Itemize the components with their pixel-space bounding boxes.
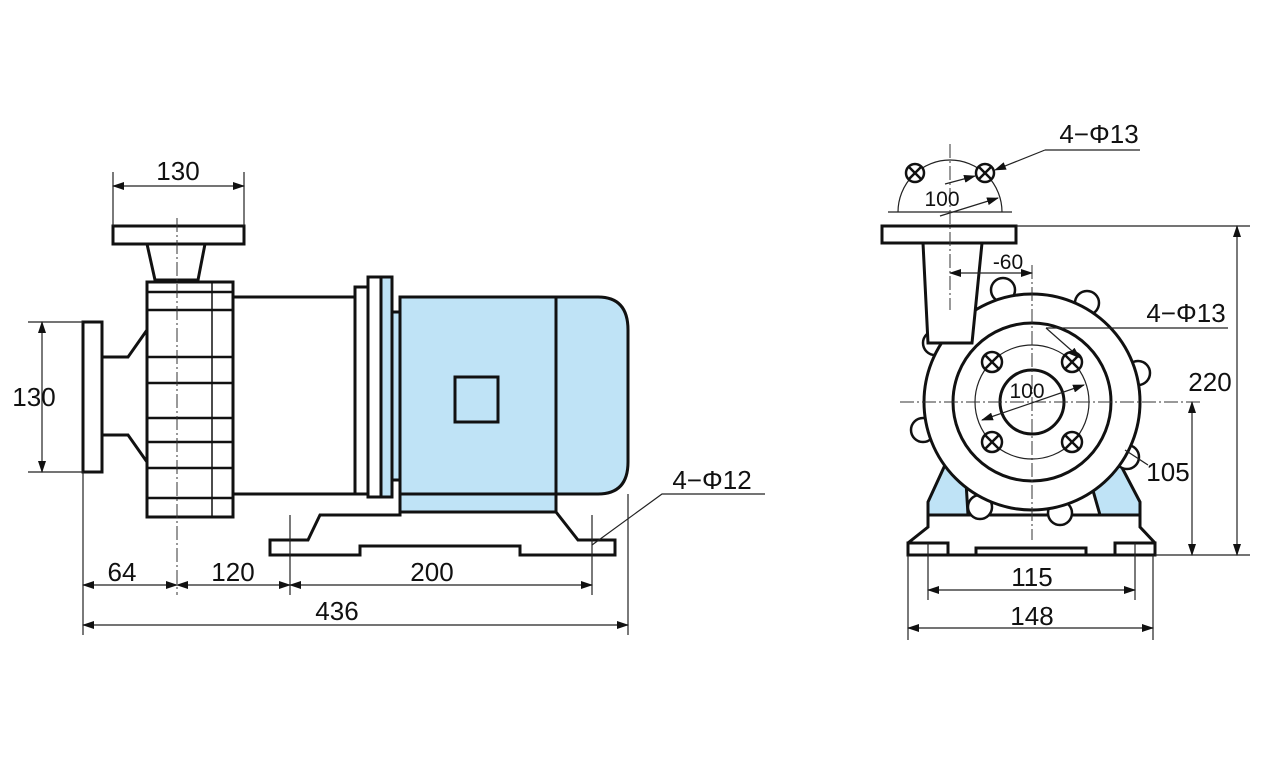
- base-plate: [268, 510, 617, 557]
- inlet-neck: [100, 325, 149, 467]
- base-slot: [974, 546, 1088, 557]
- pump-casing: [145, 280, 235, 519]
- outlet-holes-label: 4−Φ13: [1059, 119, 1138, 149]
- outlet-neck: [145, 242, 207, 282]
- dim-inlet-flange: 130: [12, 382, 55, 412]
- magnetic-housing: [231, 295, 357, 496]
- foot-spacing-label: 115: [1011, 562, 1052, 592]
- dim-total: 436: [315, 596, 358, 626]
- motor-lower-band: [398, 492, 558, 514]
- casing-ribs: [147, 282, 233, 517]
- offset-label: -60: [993, 251, 1023, 274]
- dim-outlet-flange: 130: [156, 156, 199, 186]
- outlet-bolt-holes: [904, 162, 996, 184]
- dim-b: 120: [211, 557, 254, 587]
- outlet-flange: [111, 224, 246, 246]
- center-height-label: 105: [1146, 457, 1189, 487]
- adapter-plate-3: [379, 275, 394, 499]
- fan-cover: [554, 295, 630, 496]
- dim-a: 64: [108, 557, 137, 587]
- adapter-plate-1: [353, 285, 370, 496]
- outlet-hole-leaders: [939, 149, 1140, 217]
- height-total-label: 220: [1188, 367, 1231, 397]
- inlet-bolt-holes: [980, 350, 1084, 454]
- front-view: 4−Φ13 100 -60 4−Φ13 100 220 105 115 148: [880, 119, 1250, 640]
- foot-holes-label: 4−Φ12: [672, 465, 751, 495]
- dim-c: 200: [410, 557, 453, 587]
- inlet-holes-label: 4−Φ13: [1146, 298, 1225, 328]
- terminal-box: [453, 375, 500, 424]
- inlet-flange: [81, 320, 104, 474]
- outlet-neck-front: [921, 241, 984, 345]
- side-view: 130 130 64 120 200 436 4−Φ12: [12, 156, 765, 635]
- front-dimensions: [907, 225, 1250, 640]
- outlet-flange-front: [880, 224, 1018, 245]
- inlet-pcd-label: 100: [1009, 380, 1044, 403]
- base-width-label: 148: [1010, 601, 1053, 631]
- side-dimensions: [28, 172, 765, 635]
- outlet-pcd-label: 100: [924, 188, 959, 211]
- adapter-plate-2: [366, 275, 383, 499]
